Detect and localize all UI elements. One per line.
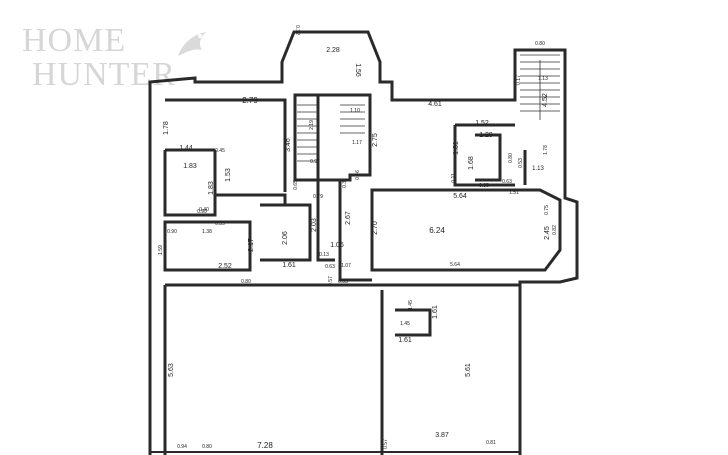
dimension-label: 2.03 — [311, 218, 318, 232]
dimension-label: 0.79 — [313, 194, 323, 200]
dimension-label: 0.97 — [310, 159, 320, 165]
wall-room-6 — [260, 203, 312, 262]
dimension-label: 5.64 — [450, 262, 460, 268]
dimension-label: 0.35 — [215, 221, 225, 227]
wall-lower-4 — [395, 308, 432, 337]
dimension-label: 1.44 — [179, 145, 193, 152]
home-hunter-watermark: HOME HUNTER — [22, 22, 206, 92]
dimension-label: 3.46 — [285, 138, 292, 152]
dimension-label: 0.65 — [293, 180, 299, 190]
dimension-label: 0.13 — [319, 252, 329, 258]
dimension-label: 1.07 — [341, 263, 351, 269]
dimension-label: 0.63 — [502, 179, 512, 185]
dimension-label: 2.17 — [248, 238, 255, 252]
dimension-label: 0.80 — [202, 444, 212, 450]
dimension-label: 1.51 — [509, 190, 519, 196]
dimension-label: 0.94 — [177, 444, 187, 450]
dimension-label: 7.28 — [257, 441, 273, 450]
dimension-label: 6.24 — [429, 226, 445, 235]
wall-room-3 — [163, 150, 217, 217]
dimension-label: 0.80 — [508, 153, 514, 163]
dimension-label: 1.61 — [432, 305, 439, 319]
dimension-label: 0.32 — [294, 25, 300, 35]
dimension-label: 1.10 — [350, 108, 360, 114]
dimension-label: 2.79 — [242, 96, 258, 105]
dimension-label: 1.59 — [158, 245, 164, 255]
dimension-label: 1.52 — [475, 120, 489, 127]
dimension-label: 0.53 — [518, 158, 524, 168]
dimension-label: 0.81 — [486, 440, 496, 446]
dimension-label: 1.61 — [282, 262, 296, 269]
dimension-label: 1.29 — [479, 132, 493, 139]
dimension-label: 0.80 — [535, 41, 545, 47]
wall-room-9 — [453, 125, 515, 187]
dimension-label: 0.63 — [325, 264, 335, 270]
dimension-label: 4.52 — [542, 93, 549, 107]
dimension-label: 1.06 — [330, 242, 344, 249]
dimension-label: 1.83 — [183, 163, 197, 170]
wall-room-7 — [316, 95, 335, 262]
dimension-label: 1.17 — [352, 140, 362, 146]
watermark-line-1: HOME — [22, 22, 127, 59]
dimension-label: 2.19 — [309, 120, 315, 130]
dimension-label: 1.68 — [468, 156, 475, 170]
dimension-label: 1.78 — [543, 145, 549, 155]
dimension-label: 2.52 — [218, 263, 232, 270]
bird-logo-icon — [178, 32, 206, 56]
dimension-label: 2.70 — [372, 221, 379, 235]
wall-corridor — [338, 180, 372, 282]
dimension-label: 0.17 — [516, 75, 522, 85]
wall-room-1 — [165, 98, 287, 192]
dimension-label: 1.45 — [408, 300, 414, 310]
dimension-label: 5.61 — [465, 363, 472, 377]
dimension-label: 1.56 — [354, 63, 361, 77]
dimension-label: 0.83 — [338, 279, 348, 285]
wall-stairs — [293, 93, 372, 182]
dimension-label: 4.61 — [428, 101, 442, 108]
staircase-treads — [297, 54, 560, 162]
dimension-label: 5.64 — [453, 193, 467, 200]
dimension-label: 2.28 — [326, 47, 340, 54]
dimension-label: 1.78 — [163, 121, 170, 135]
dimension-label: 1.61 — [398, 337, 412, 344]
dimension-label: 0.45 — [215, 148, 225, 154]
dimension-label: 1.45 — [400, 321, 410, 327]
dimension-label: 1.81 — [453, 141, 460, 155]
dimension-label: 1.13 — [538, 76, 548, 82]
dimension-label: 1.53 — [225, 168, 232, 182]
dimension-label: 0.80 — [241, 279, 251, 285]
dimension-label: 0.40 — [199, 207, 209, 213]
dimension-label: 0.85 — [479, 183, 489, 189]
outer-wall — [148, 30, 579, 455]
dimension-label: 1.13 — [532, 166, 544, 172]
dimension-label: 2.45 — [544, 226, 551, 240]
wall-room-10 — [475, 133, 502, 182]
dimension-label: 0.90 — [197, 209, 207, 215]
dimension-label: 2.67 — [345, 211, 352, 225]
dimension-label: 0.57 — [328, 276, 334, 286]
dimension-label: 0.75 — [544, 205, 550, 215]
dimension-label: 0.90 — [167, 229, 177, 235]
dimension-label: 1.83 — [208, 181, 215, 195]
dimension-label: 0.46 — [355, 170, 361, 180]
dimension-label: 1.38 — [202, 229, 212, 235]
wall-room-5 — [163, 220, 252, 272]
wall-room-4 — [215, 193, 287, 205]
dimension-label: 3.87 — [435, 432, 449, 439]
dimension-label: 5.63 — [168, 363, 175, 377]
dimension-label: 0.37 — [342, 178, 348, 188]
dimension-label: 2.75 — [372, 133, 379, 147]
wall-big-room — [370, 188, 562, 272]
dimension-label: 0.57 — [383, 439, 389, 449]
dimension-label: 0.82 — [552, 225, 558, 235]
dimension-label: 0.11 — [451, 173, 457, 183]
dimension-label: 2.06 — [282, 231, 289, 245]
